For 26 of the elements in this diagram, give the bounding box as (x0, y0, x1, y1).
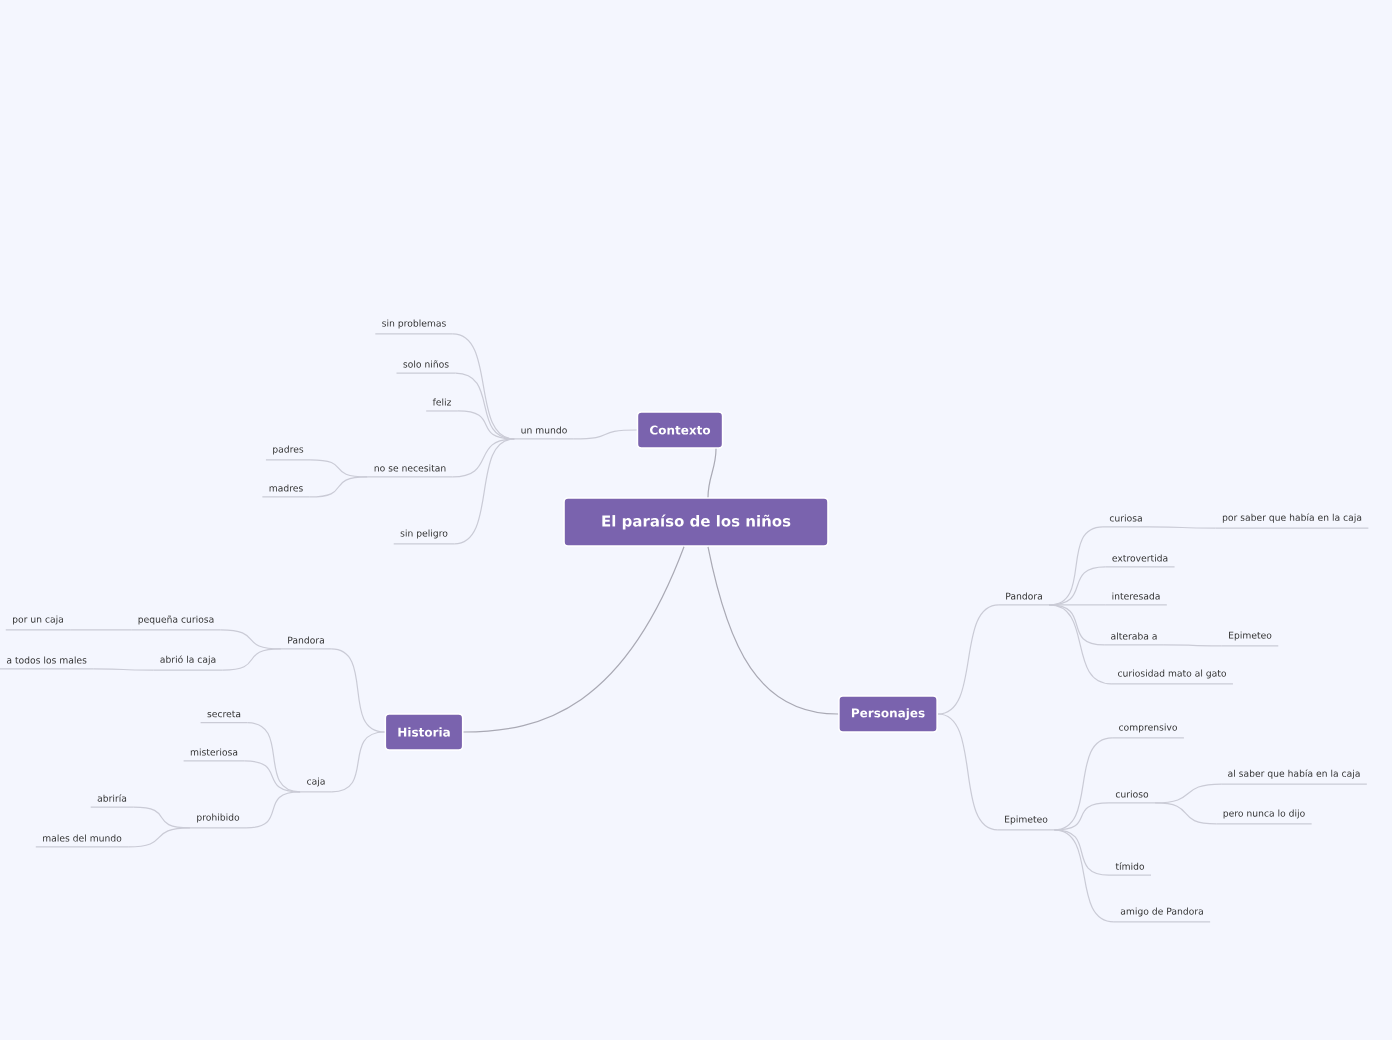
branch-line (92, 668, 154, 671)
branch-line (1053, 802, 1110, 831)
branch-line (1154, 802, 1217, 825)
branch-line (245, 791, 301, 829)
branch-line (1148, 526, 1217, 529)
branch-line (573, 429, 638, 440)
branch-line (1048, 604, 1112, 685)
branch-line (1163, 644, 1223, 647)
branch-line (462, 546, 685, 733)
branch-line (452, 333, 515, 440)
branch-line (330, 648, 386, 733)
branch-line (69, 629, 132, 631)
branch-line (127, 827, 191, 848)
branch-line (452, 438, 515, 478)
branch-line (1053, 829, 1115, 923)
branch-line (707, 448, 717, 498)
branch-line (309, 476, 368, 498)
branch-line (707, 546, 839, 715)
branch-line (457, 410, 515, 440)
branch-line (222, 648, 282, 671)
branch-line (937, 713, 999, 831)
branch-line (453, 438, 515, 545)
branch-line (937, 604, 1000, 715)
branch-line (1053, 829, 1110, 876)
branch-line (1048, 604, 1106, 606)
branch-line (331, 731, 386, 793)
